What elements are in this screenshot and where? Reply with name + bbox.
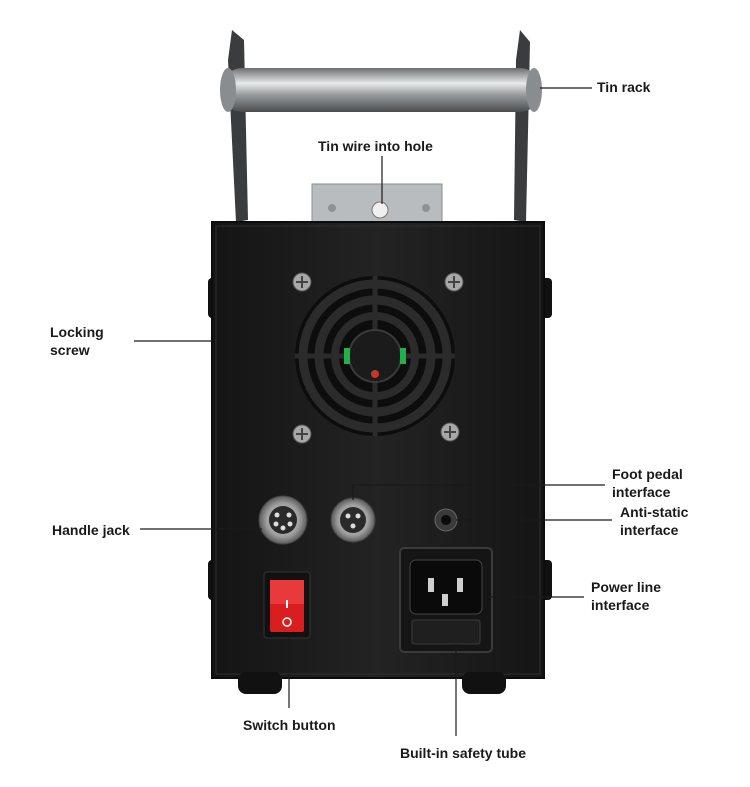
label-tin-rack: Tin rack	[597, 79, 651, 95]
label-anti-static-line1: Anti-static	[620, 504, 689, 520]
label-power-line-line1: Power line	[591, 579, 662, 595]
rocker-switch-icon	[263, 571, 311, 639]
power-socket-icon	[399, 547, 493, 653]
label-locking-screw-line1: Locking	[50, 324, 104, 340]
label-power-line-line2: interface	[591, 597, 650, 613]
handle-jack-connector	[258, 495, 308, 545]
fan-grille-icon	[295, 276, 455, 436]
screw-icon	[292, 272, 464, 444]
foot-pedal-connector	[330, 497, 376, 543]
tin-rack	[220, 30, 542, 222]
label-tin-wire-hole: Tin wire into hole	[318, 138, 433, 154]
label-locking-screw-line2: screw	[50, 342, 90, 358]
callout-lines	[134, 87, 612, 736]
label-switch-button: Switch button	[243, 717, 336, 733]
label-anti-static-line2: interface	[620, 522, 679, 538]
label-foot-pedal-line2: interface	[612, 484, 671, 500]
label-foot-pedal-line1: Foot pedal	[612, 466, 683, 482]
label-handle-jack: Handle jack	[52, 522, 130, 538]
label-safety-tube: Built-in safety tube	[400, 745, 527, 761]
anti-static-jack	[434, 508, 458, 532]
